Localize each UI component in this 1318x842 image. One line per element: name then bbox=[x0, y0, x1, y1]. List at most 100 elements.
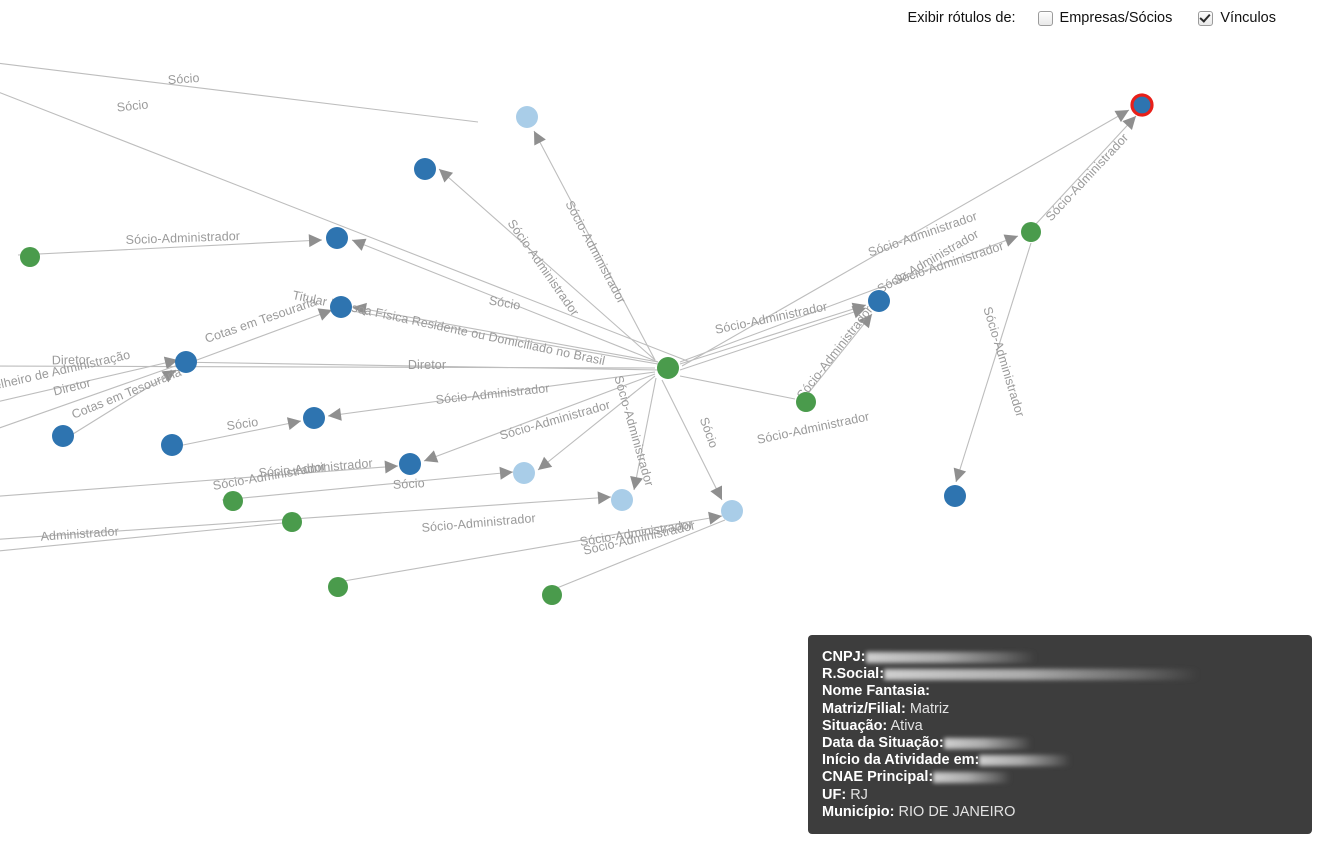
graph-edge[interactable] bbox=[351, 310, 659, 365]
company-info-row: UF: RJ bbox=[822, 787, 1312, 804]
graph-edge-label: Sócio-Administrador bbox=[1043, 131, 1131, 224]
graph-edge[interactable] bbox=[0, 465, 399, 497]
graph-edge[interactable] bbox=[72, 369, 177, 435]
graph-edge[interactable] bbox=[633, 377, 657, 491]
graph-edge-label: Sócio-Administrador bbox=[756, 409, 871, 446]
checkbox-empresas-socios[interactable]: Empresas/Sócios bbox=[1037, 10, 1173, 26]
graph-node-company[interactable] bbox=[1021, 222, 1041, 242]
graph-edge[interactable] bbox=[423, 373, 656, 462]
graph-edge[interactable] bbox=[0, 88, 691, 363]
checkbox-vinculos-box[interactable] bbox=[1198, 10, 1214, 26]
graph-edge[interactable] bbox=[1035, 115, 1137, 225]
graph-edge-arrowhead bbox=[1114, 110, 1129, 123]
graph-edge-label: Sócio bbox=[116, 97, 149, 114]
company-info-row: Nome Fantasia: bbox=[822, 683, 1312, 700]
graph-node-company[interactable] bbox=[223, 491, 243, 511]
checkbox-empresas-socios-box[interactable] bbox=[1037, 10, 1053, 26]
graph-edge[interactable] bbox=[182, 420, 302, 446]
graph-edge[interactable] bbox=[438, 168, 656, 361]
graph-node-partner[interactable] bbox=[330, 296, 352, 318]
graph-edge[interactable] bbox=[351, 239, 659, 363]
graph-edge[interactable] bbox=[679, 307, 867, 371]
graph-edge[interactable] bbox=[679, 235, 1019, 363]
graph-edge[interactable] bbox=[537, 375, 656, 471]
graph-node-partner_light[interactable] bbox=[611, 489, 633, 511]
graph-edge[interactable] bbox=[0, 62, 479, 123]
graph-edge[interactable] bbox=[955, 242, 1032, 483]
company-info-redacted-value bbox=[933, 771, 1012, 783]
label-visibility-toolbar: Exibir rótulos de: Empresas/Sócios Víncu… bbox=[0, 0, 1318, 36]
graph-edge[interactable] bbox=[17, 239, 323, 256]
graph-edge[interactable] bbox=[0, 522, 284, 552]
graph-edge[interactable] bbox=[352, 306, 659, 363]
graph-edge-label: Sócio bbox=[393, 476, 425, 492]
graph-node-selected[interactable] bbox=[1130, 93, 1154, 117]
graph-edge[interactable] bbox=[0, 364, 179, 432]
graph-node-company[interactable] bbox=[796, 392, 816, 412]
graph-edge-label: Sócio-Administrador bbox=[980, 305, 1027, 419]
graph-edge-arrowhead bbox=[597, 491, 611, 505]
graph-edge[interactable] bbox=[337, 515, 723, 583]
graph-node-partner_light[interactable] bbox=[516, 106, 538, 128]
graph-edges-layer bbox=[0, 62, 1137, 591]
checkbox-empresas-socios-label: Empresas/Sócios bbox=[1059, 10, 1173, 26]
graph-node-company[interactable] bbox=[657, 357, 679, 379]
company-info-key: Data da Situação: bbox=[822, 734, 944, 751]
graph-edge-arrowhead bbox=[858, 314, 872, 329]
graph-edge-label: Sócio bbox=[167, 71, 200, 87]
graph-edge[interactable] bbox=[327, 371, 656, 417]
graph-edge-label: Sócio-Administrador bbox=[611, 374, 656, 488]
graph-edge-label: Sócio-Administrador bbox=[258, 456, 373, 480]
graph-node-company[interactable] bbox=[328, 577, 348, 597]
graph-node-partner[interactable] bbox=[944, 485, 966, 507]
graph-edge[interactable] bbox=[679, 304, 867, 365]
company-info-key: UF: bbox=[822, 786, 847, 803]
graph-edge[interactable] bbox=[551, 519, 726, 591]
graph-edge[interactable] bbox=[805, 313, 873, 397]
graph-node-partner_light[interactable] bbox=[513, 462, 535, 484]
graph-node-partner[interactable] bbox=[303, 407, 325, 429]
toolbar-label: Exibir rótulos de: bbox=[907, 10, 1016, 26]
company-info-rows: CNPJ:R.Social:Nome Fantasia:Matriz/Filia… bbox=[822, 649, 1312, 821]
graph-edge-arrowhead bbox=[163, 356, 178, 370]
graph-node-partner[interactable] bbox=[399, 453, 421, 475]
company-info-row: CNPJ: bbox=[822, 649, 1312, 666]
graph-node-partner[interactable] bbox=[175, 351, 197, 373]
graph-edge-arrowhead bbox=[424, 450, 439, 463]
graph-edge[interactable] bbox=[171, 361, 661, 371]
graph-edge[interactable] bbox=[221, 471, 514, 501]
graph-edge[interactable] bbox=[0, 359, 179, 404]
graph-node-partner[interactable] bbox=[326, 227, 348, 249]
company-info-key: Município: bbox=[822, 803, 895, 820]
checkbox-vinculos[interactable]: Vínculos bbox=[1198, 10, 1276, 26]
graph-node-company[interactable] bbox=[20, 247, 40, 267]
graph-edge-arrowhead bbox=[317, 308, 332, 321]
graph-edge-label: Sócio bbox=[488, 293, 522, 312]
graph-node-partner[interactable] bbox=[52, 425, 74, 447]
graph-edge-arrowhead bbox=[538, 456, 553, 470]
graph-edge[interactable] bbox=[681, 109, 1130, 367]
graph-edge-arrowhead bbox=[710, 485, 722, 500]
graph-node-partner[interactable] bbox=[414, 158, 436, 180]
graph-node-company[interactable] bbox=[542, 585, 562, 605]
company-info-key: R.Social: bbox=[822, 666, 885, 683]
graph-edge-arrowhead bbox=[328, 407, 342, 421]
graph-node-partner_light[interactable] bbox=[721, 500, 743, 522]
company-info-key: CNPJ: bbox=[822, 649, 866, 665]
graph-edge[interactable] bbox=[533, 130, 656, 361]
graph-edge-arrowhead bbox=[286, 417, 301, 430]
graph-node-partner[interactable] bbox=[868, 290, 890, 312]
company-info-row: Data da Situação: bbox=[822, 735, 1312, 752]
graph-edge[interactable] bbox=[661, 379, 723, 501]
graph-edge-arrowhead bbox=[534, 131, 546, 146]
graph-node-partner[interactable] bbox=[161, 434, 183, 456]
graph-edge[interactable] bbox=[679, 375, 796, 400]
graph-edge[interactable] bbox=[177, 309, 333, 368]
company-info-key: Matriz/Filial: bbox=[822, 700, 906, 717]
graph-nodes-layer bbox=[20, 93, 1154, 605]
company-info-row: CNAE Principal: bbox=[822, 769, 1312, 786]
graph-node-company[interactable] bbox=[282, 512, 302, 532]
graph-edge-label: Cotas em Tesouraria bbox=[203, 295, 318, 346]
